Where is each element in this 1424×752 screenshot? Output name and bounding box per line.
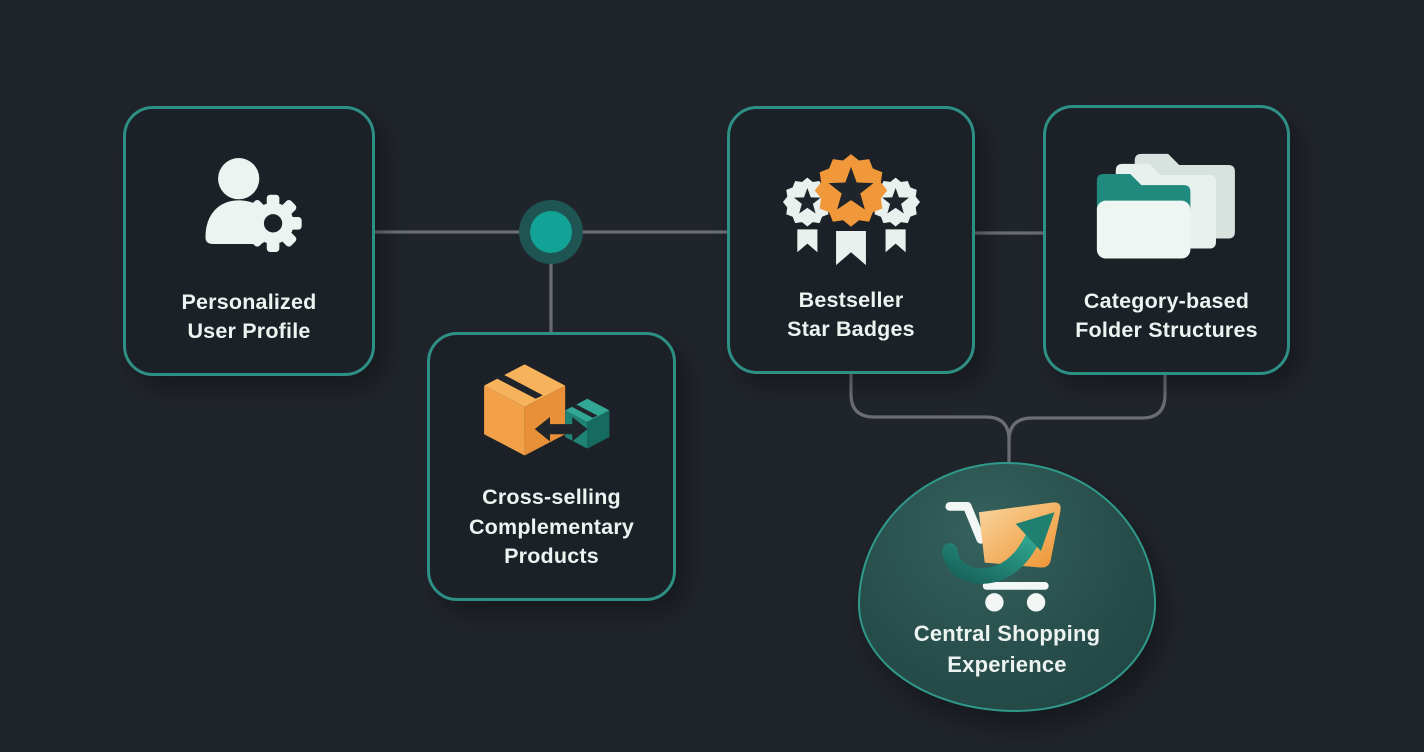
node-label-line: Star Badges [787, 317, 915, 342]
node-personalized-user-profile[interactable]: Personalized User Profile [123, 106, 375, 376]
node-label-line: Experience [947, 651, 1067, 677]
connector-folders-to-blob [1007, 373, 1167, 443]
node-label-line: Bestseller [798, 287, 904, 312]
node-label-line: Cross-selling [482, 485, 621, 510]
star-badges-icon [730, 109, 972, 286]
node-label-line: Category-based [1083, 288, 1250, 313]
shopping-cart-arrow-icon [921, 464, 1093, 619]
node-central-shopping-experience[interactable]: Central Shopping Experience [858, 462, 1156, 712]
person-gear-icon [126, 109, 372, 288]
folders-icon [1046, 108, 1287, 287]
node-label-line: User Profile [187, 319, 311, 344]
connector-bestseller-to-blob [849, 372, 1011, 466]
node-label: Personalized User Profile [126, 288, 372, 373]
node-label-line: Folder Structures [1075, 318, 1258, 343]
node-label-line: Personalized [181, 289, 317, 314]
node-label-line: Products [504, 544, 599, 569]
node-label: Central Shopping Experience [904, 619, 1111, 710]
node-label-line: Complementary [468, 514, 635, 539]
node-label-line: Central Shopping [913, 621, 1101, 647]
cross-sell-boxes-icon [430, 335, 673, 483]
node-label: Category-based Folder Structures [1046, 287, 1287, 372]
node-label: Cross-selling Complementary Products [430, 483, 673, 598]
node-label: Bestseller Star Badges [730, 286, 972, 371]
node-category-based-folder-structures[interactable]: Category-based Folder Structures [1043, 105, 1290, 375]
node-cross-selling-complementary-products[interactable]: Cross-selling Complementary Products [427, 332, 676, 601]
junction-node [519, 200, 583, 264]
node-bestseller-star-badges[interactable]: Bestseller Star Badges [727, 106, 975, 374]
